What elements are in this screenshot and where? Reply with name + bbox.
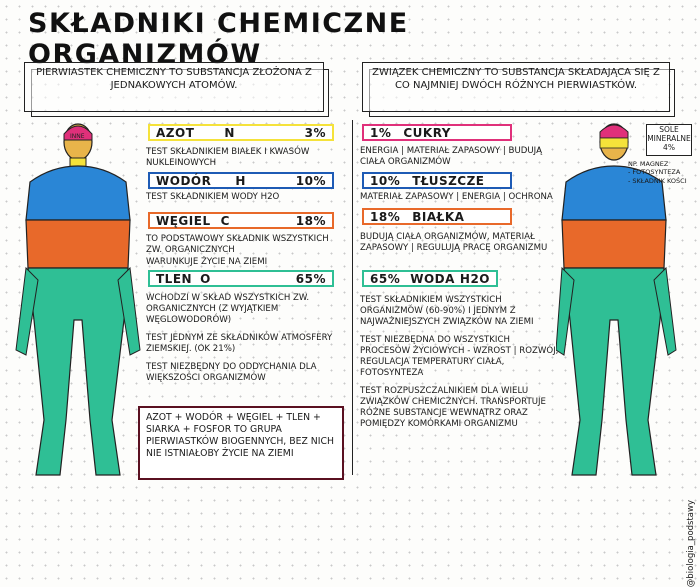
note: TEST SKŁADNIKIEM WODY H2O — [146, 192, 280, 202]
note: MATERIAŁ ZAPASOWY | ENERGIA | OCHRONA — [360, 192, 553, 202]
element-name: AZOT — [156, 125, 195, 140]
notes-woda: TEST SKŁADNIKIEM WSZYSTKICH ORGANIZMÓW (… — [360, 295, 560, 437]
right-torso-orange — [561, 219, 667, 269]
note: ENERGIA | MATERIAŁ ZAPASOWY | BUDUJĄ CIA… — [360, 146, 543, 167]
element-symbol: C — [220, 213, 230, 228]
biogenic-summary-box: AZOT + WODÓR + WĘGIEL + TLEN + SIARKA + … — [138, 406, 344, 480]
note: - SKŁADNIK KOŚCI — [628, 176, 687, 185]
note: TEST ROZPUSZCZALNIKIEM DLA WIELU ZWIĄZKÓ… — [360, 386, 546, 429]
notes-tluszcze: MATERIAŁ ZAPASOWY | ENERGIA | OCHRONA — [360, 192, 560, 204]
element-symbol: O — [200, 271, 211, 286]
note: BUDUJĄ CIAŁA ORGANIZMÓW, MATERIAŁ ZAPASO… — [360, 232, 548, 253]
notes-tlen: WCHODZI W SKŁAD WSZYSTKICH ZW. ORGANICZN… — [146, 293, 346, 391]
left-body-illustration: INNE — [15, 123, 141, 476]
sole-mineralne-box: SOLE MINERALNE 4% — [646, 124, 692, 156]
note: TEST NIEZBĘDNA DO WSZYSTKICH PROCESÓW ŻY… — [360, 335, 559, 378]
tag-compound-tluszcze: 10% TŁUSZCZE — [362, 172, 512, 189]
note: WARUNKUJE ŻYCIE NA ZIEMI — [146, 257, 268, 267]
note: TEST NIEZBĘDNY DO ODDYCHANIA DLA WIĘKSZO… — [146, 362, 317, 383]
note: WCHODZI W SKŁAD WSZYSTKICH ZW. ORGANICZN… — [146, 293, 310, 325]
compound-percent: 1% — [370, 125, 392, 140]
tag-element-tlen: TLEN O 65% — [148, 270, 334, 287]
center-divider — [352, 120, 353, 475]
element-name: WĘGIEL — [156, 213, 211, 228]
compound-percent: 10% — [370, 173, 401, 188]
compound-name: TŁUSZCZE — [412, 173, 485, 188]
element-percent: 3% — [304, 125, 326, 140]
notes-bialka: BUDUJĄ CIAŁA ORGANIZMÓW, MATERIAŁ ZAPASO… — [360, 232, 550, 255]
right-definition-box: ZWIĄZEK CHEMICZNY TO SUBSTANCJA SKŁADAJĄ… — [362, 62, 675, 117]
element-percent: 18% — [295, 213, 326, 228]
note: TO PODSTAWOWY SKŁADNIK WSZYSTKICH ZW. OR… — [146, 234, 329, 255]
right-legs-green — [563, 267, 665, 476]
right-definition-text: ZWIĄZEK CHEMICZNY TO SUBSTANCJA SKŁADAJĄ… — [372, 67, 660, 91]
compound-formula: H2O — [459, 271, 490, 286]
tag-element-wodor: WODÓR H 10% — [148, 172, 334, 189]
compound-name: CUKRY — [403, 125, 451, 140]
sole-mineralne-notes: NP. MAGNEZ - FOTOSYNTEZA - SKŁADNIK KOŚC… — [628, 160, 687, 185]
note: TEST SKŁADNIKIEM WSZYSTKICH ORGANIZMÓW (… — [360, 295, 534, 327]
compound-name: BIAŁKA — [412, 209, 465, 224]
notes-cukry: ENERGIA | MATERIAŁ ZAPASOWY | BUDUJĄ CIA… — [360, 146, 560, 169]
tag-element-wegiel: WĘGIEL C 18% — [148, 212, 334, 229]
note: TEST JEDNYM ZE SKŁADNIKÓW ATMOSFERY ZIEM… — [146, 333, 333, 354]
note: TEST SKŁADNIKIEM BIAŁEK I KWASÓW NUKLEIN… — [146, 147, 310, 168]
left-torso-orange — [25, 219, 131, 269]
compound-percent: 65% — [370, 271, 401, 286]
element-name: TLEN — [156, 271, 193, 286]
left-torso-blue — [25, 165, 131, 221]
tag-compound-bialka: 18% BIAŁKA — [362, 208, 512, 225]
compound-percent: 18% — [370, 209, 401, 224]
compound-name: WODA — [410, 271, 455, 286]
element-name: WODÓR — [156, 173, 212, 188]
note: NP. MAGNEZ — [628, 160, 669, 168]
notes-wegiel: TO PODSTAWOWY SKŁADNIK WSZYSTKICH ZW. OR… — [146, 234, 346, 269]
notes-azot: TEST SKŁADNIKIEM BIAŁEK I KWASÓW NUKLEIN… — [146, 147, 346, 170]
tag-compound-woda: 65% WODA H2O — [362, 270, 498, 287]
left-head-label: INNE — [70, 133, 85, 140]
element-symbol: H — [235, 173, 246, 188]
right-body-illustration — [556, 123, 677, 476]
credit-handle: @biologia_podstawy — [686, 500, 696, 587]
left-definition-box: PIERWIASTEK CHEMICZNY TO SUBSTANCJA ZŁOŻ… — [24, 62, 329, 117]
note: - FOTOSYNTEZA — [628, 168, 681, 177]
page-title: SKŁADNIKI CHEMICZNE ORGANIZMÓW — [28, 8, 409, 70]
element-symbol: N — [224, 125, 235, 140]
right-torso-blue — [561, 165, 667, 221]
left-legs-green — [27, 267, 129, 476]
notes-wodor: TEST SKŁADNIKIEM WODY H2O — [146, 192, 346, 204]
left-definition-text: PIERWIASTEK CHEMICZNY TO SUBSTANCJA ZŁOŻ… — [36, 67, 312, 91]
element-percent: 10% — [295, 173, 326, 188]
element-percent: 65% — [295, 271, 326, 286]
tag-element-azot: AZOT N 3% — [148, 124, 334, 141]
tag-compound-cukry: 1% CUKRY — [362, 124, 512, 141]
